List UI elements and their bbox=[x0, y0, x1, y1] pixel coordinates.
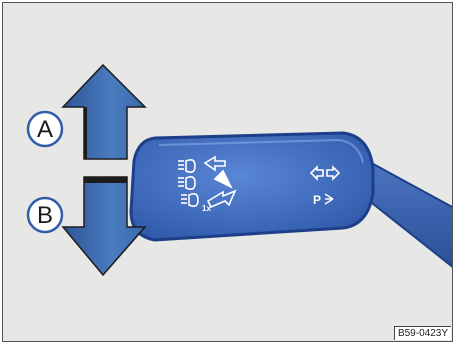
parking-light-icon: P bbox=[313, 193, 334, 207]
lever-head bbox=[129, 131, 375, 242]
headlight-flash-icon bbox=[203, 155, 237, 209]
down-arrow bbox=[61, 176, 147, 277]
label-a-text: A bbox=[37, 116, 53, 143]
high-beam-icon bbox=[178, 159, 199, 207]
figure-code: B59-0423Y bbox=[393, 326, 451, 340]
turn-signal-lever-diagram: A B 1x bbox=[26, 63, 452, 277]
label-a-badge: A bbox=[26, 110, 64, 148]
diagram-frame: A B 1x bbox=[2, 2, 453, 342]
turn-signal-arrows-icon bbox=[309, 165, 341, 181]
parking-label: P bbox=[313, 193, 321, 207]
up-arrow bbox=[61, 63, 147, 160]
flash-count-label: 1x bbox=[202, 204, 211, 213]
label-b-text: B bbox=[37, 202, 53, 229]
label-b-badge: B bbox=[26, 196, 64, 234]
